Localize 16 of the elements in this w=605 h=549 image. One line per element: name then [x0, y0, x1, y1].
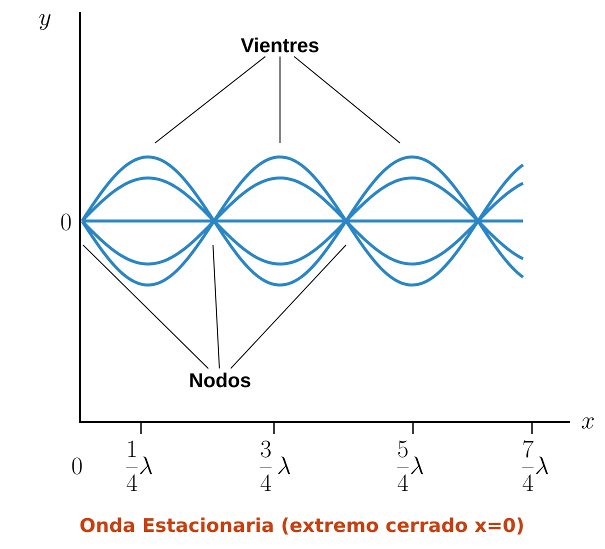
- leader-line: [82, 244, 209, 369]
- callout-text: Vientres: [240, 38, 318, 52]
- tick-label: $\frac{7}{4}\lambda$: [522, 440, 548, 491]
- tick-label: $\frac{1}{4}\lambda$: [126, 440, 152, 491]
- tick-label: $0$: [72, 458, 82, 474]
- leader-line: [294, 56, 400, 144]
- leader-line: [212, 244, 220, 369]
- leader-line: [230, 244, 346, 369]
- leader-line: [154, 56, 266, 144]
- axis-label: $x$: [582, 417, 594, 429]
- origin-label: $0$: [61, 214, 71, 230]
- callout-text: Nodos: [190, 372, 250, 388]
- caption: Onda Estacionaria (extremo cerrado x=0): [80, 518, 523, 534]
- axis-label: $y$: [39, 14, 50, 30]
- tick-label: $\frac{5}{4}\lambda$: [397, 440, 424, 491]
- tick-label: $\frac{3}{4}\,\lambda$: [260, 440, 290, 491]
